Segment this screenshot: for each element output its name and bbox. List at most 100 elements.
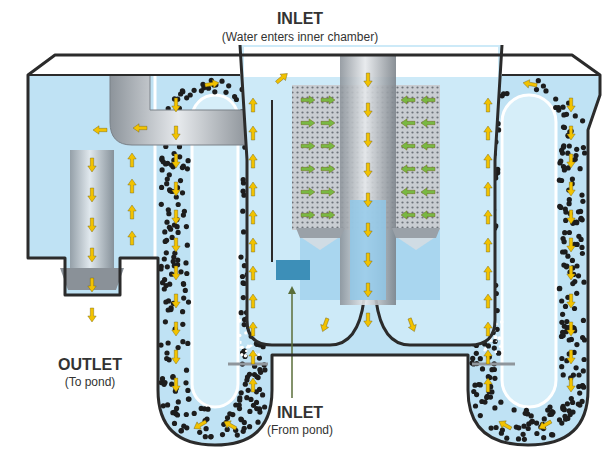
spray-fan xyxy=(302,238,338,250)
flow-arrow xyxy=(172,322,180,336)
media-bead xyxy=(516,425,521,430)
media-bead xyxy=(573,113,578,118)
media-bead xyxy=(582,337,587,342)
media-bead xyxy=(572,306,577,311)
media-bead xyxy=(559,320,564,325)
air-bubble xyxy=(501,350,504,353)
media-bead xyxy=(167,187,172,192)
media-bead xyxy=(239,390,244,395)
media-bead xyxy=(492,405,497,410)
media-bead xyxy=(522,437,527,442)
air-bubble xyxy=(491,340,493,342)
flow-arrow xyxy=(301,211,315,219)
media-bead xyxy=(545,408,550,413)
media-bead xyxy=(534,431,539,436)
media-bead xyxy=(180,309,185,314)
flow-arrow xyxy=(128,231,136,245)
media-bead xyxy=(220,432,225,437)
media-bead xyxy=(176,345,181,350)
media-bead xyxy=(521,432,526,437)
media-bead xyxy=(567,230,572,235)
flow-arrow xyxy=(484,182,492,196)
media-bead xyxy=(162,380,167,385)
flow-arrows xyxy=(88,70,575,432)
media-bead xyxy=(574,220,579,225)
media-bead xyxy=(559,356,564,361)
flow-arrow xyxy=(364,73,372,87)
media-bead xyxy=(232,94,237,99)
media-bead xyxy=(164,250,169,255)
air-bubble xyxy=(246,346,249,349)
media-bead xyxy=(482,400,487,405)
flow-arrow xyxy=(172,126,180,140)
media-bead xyxy=(574,220,579,225)
media-bead xyxy=(170,235,175,240)
media-bead xyxy=(579,216,584,221)
flow-arrow xyxy=(128,153,136,167)
media-bead xyxy=(560,330,565,335)
media-bead xyxy=(181,296,186,301)
media-bead xyxy=(492,346,497,351)
media-bead xyxy=(564,264,569,269)
media-bead xyxy=(192,88,197,93)
air-bubble xyxy=(244,331,247,334)
media-bead xyxy=(164,181,169,186)
air-bubble xyxy=(494,335,498,339)
flow-arrow xyxy=(421,211,435,219)
media-bead xyxy=(550,432,555,437)
flow-arrow xyxy=(537,418,553,432)
media-bead xyxy=(199,406,204,411)
flow-arrow xyxy=(364,313,372,327)
flow-arrow xyxy=(321,165,335,173)
flow-arrow xyxy=(364,283,372,297)
elbow-pipe xyxy=(110,75,262,145)
media-bead xyxy=(474,392,479,397)
flow-arrow xyxy=(249,294,257,308)
flow-arrow xyxy=(567,210,575,224)
media-bead xyxy=(530,419,535,424)
media-bead xyxy=(184,412,189,417)
center-pipe-core xyxy=(350,200,386,300)
flow-arrow xyxy=(421,188,435,196)
flow-arrow xyxy=(364,103,372,117)
media-bead xyxy=(223,90,228,95)
media-bead xyxy=(564,319,569,324)
media-bead xyxy=(564,263,569,268)
flow-arrow xyxy=(484,126,492,140)
flow-arrow xyxy=(567,378,575,392)
support-plate xyxy=(296,228,345,238)
media-bead xyxy=(582,150,587,155)
media-bead xyxy=(225,415,230,420)
sub-label: (To pond) xyxy=(65,375,116,389)
media-bead xyxy=(166,340,171,345)
media-bead xyxy=(186,300,191,305)
tank-outline xyxy=(28,55,600,445)
media-bead xyxy=(567,143,572,148)
rim-line xyxy=(502,74,600,76)
flow-arrow xyxy=(321,96,335,104)
flow-arrow xyxy=(301,142,315,150)
support-plate xyxy=(392,228,440,238)
air-bubble xyxy=(498,336,502,340)
media-bead xyxy=(160,280,165,285)
flow-arrow xyxy=(249,126,257,140)
media-bead xyxy=(574,291,579,296)
flow-arrow xyxy=(172,266,180,280)
media-bead xyxy=(209,434,214,439)
media-bead xyxy=(238,416,243,421)
media-bead xyxy=(581,385,586,390)
media-bead xyxy=(255,420,260,425)
media-bead xyxy=(180,165,185,170)
flow-arrow xyxy=(274,70,290,85)
media-bead xyxy=(262,367,267,372)
media-bead xyxy=(553,96,558,101)
media-bead xyxy=(168,188,173,193)
media-bead xyxy=(247,409,252,414)
media-bead xyxy=(581,318,586,323)
media-bead xyxy=(488,395,493,400)
media-bead xyxy=(579,245,584,250)
flow-arrow xyxy=(172,350,180,364)
sub-label: (Water enters inner chamber) xyxy=(222,30,378,44)
media-bead xyxy=(163,239,168,244)
